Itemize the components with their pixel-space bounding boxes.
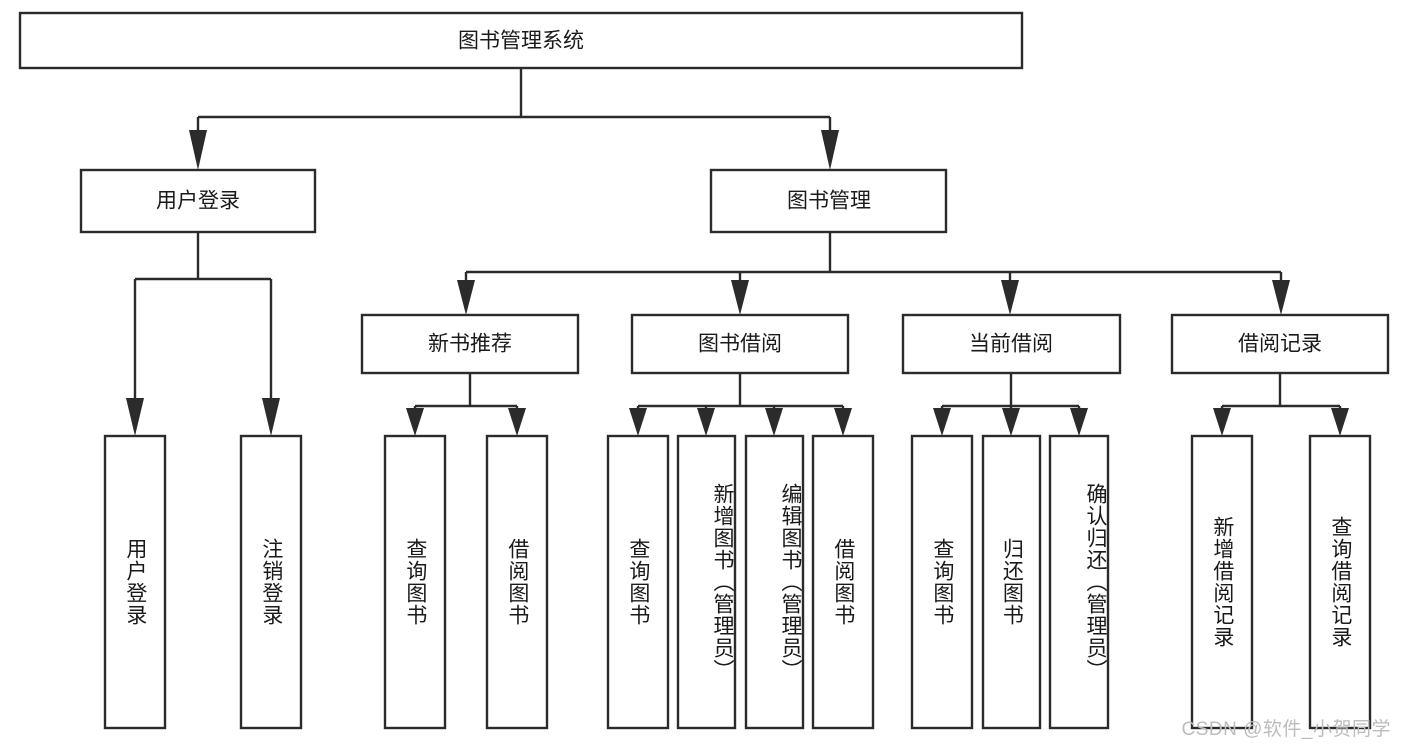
node-book-management-label: 图书管理	[787, 190, 871, 213]
node-leaf-edit-book-box[interactable]	[744, 434, 805, 730]
arrowhead-book-management	[821, 130, 839, 170]
node-current-borrow[interactable]: 当前借阅	[901, 313, 1122, 375]
node-current-borrow-label: 当前借阅	[969, 333, 1053, 356]
node-leaf-add-record-box[interactable]	[1190, 434, 1254, 730]
leaf-boxes	[103, 434, 1372, 730]
watermark-text: CSDN @软件_小贺同学	[1181, 719, 1391, 740]
arrowhead-book-borrow	[731, 280, 749, 315]
connector-group-current-borrow-to-leaves	[933, 373, 1088, 436]
node-root[interactable]: 图书管理系统	[18, 11, 1024, 70]
node-leaf-user-login-box[interactable]	[103, 434, 167, 730]
arrowhead-user-login	[189, 130, 207, 170]
node-new-book-recommend-label: 新书推荐	[428, 333, 512, 356]
connector-group-user-login-to-leaves	[126, 232, 280, 436]
node-leaf-user-logout-box[interactable]	[239, 434, 303, 730]
node-current-borrow-box[interactable]	[901, 313, 1122, 375]
arrowhead-leaf-query-book-3	[933, 408, 951, 436]
node-book-borrow-box[interactable]	[630, 313, 850, 375]
arrowhead-leaf-query-book-2	[629, 408, 647, 436]
arrowhead-leaf-edit-book	[765, 408, 783, 436]
arrowhead-new-book-recommend	[457, 280, 475, 315]
arrowhead-leaf-query-book-1	[406, 408, 424, 436]
node-leaf-query-book-3-box[interactable]	[910, 434, 974, 730]
node-new-book-recommend[interactable]: 新书推荐	[360, 313, 580, 375]
node-borrow-record-label: 借阅记录	[1238, 333, 1322, 356]
arrowhead-leaf-add-book	[697, 408, 715, 436]
node-user-login-box[interactable]	[79, 168, 317, 234]
node-leaf-add-book-box[interactable]	[676, 434, 737, 730]
connector-group-new-book-recommend-to-leaves	[406, 373, 526, 436]
arrowhead-leaf-add-record	[1213, 408, 1231, 436]
node-leaf-borrow-book-2-box[interactable]	[811, 434, 875, 730]
connector-group-book-management-to-level3	[457, 232, 1290, 315]
connector-group-root-to-level2	[189, 68, 839, 170]
arrowhead-leaf-borrow-book-1	[508, 408, 526, 436]
node-new-book-recommend-box[interactable]	[360, 313, 580, 375]
connector-group-borrow-record-to-leaves	[1213, 373, 1349, 436]
node-leaf-return-book-box[interactable]	[981, 434, 1042, 730]
arrowhead-leaf-return-book	[1002, 408, 1020, 436]
node-leaf-query-record-box[interactable]	[1308, 434, 1372, 730]
arrowhead-leaf-confirm-return	[1070, 408, 1088, 436]
node-borrow-record-box[interactable]	[1170, 313, 1390, 375]
node-leaf-borrow-book-1-box[interactable]	[485, 434, 549, 730]
node-borrow-record[interactable]: 借阅记录	[1170, 313, 1390, 375]
node-book-borrow[interactable]: 图书借阅	[630, 313, 850, 375]
node-user-login[interactable]: 用户登录	[79, 168, 317, 234]
arrowhead-leaf-user-logout	[262, 398, 280, 436]
node-user-login-label: 用户登录	[156, 190, 240, 213]
connector-group-book-borrow-to-leaves	[629, 373, 852, 436]
node-book-management-box[interactable]	[709, 168, 948, 234]
node-root-label: 图书管理系统	[458, 30, 584, 53]
node-leaf-query-book-1-box[interactable]	[383, 434, 447, 730]
arrowhead-borrow-record	[1272, 280, 1290, 315]
node-book-borrow-label: 图书借阅	[698, 333, 782, 356]
arrowhead-leaf-query-record	[1331, 408, 1349, 436]
node-leaf-confirm-return-box[interactable]	[1048, 434, 1110, 730]
arrowhead-leaf-user-login	[126, 398, 144, 436]
node-root-box[interactable]	[18, 11, 1024, 70]
node-leaf-query-book-2-box[interactable]	[606, 434, 670, 730]
arrowhead-leaf-borrow-book-2	[834, 408, 852, 436]
arrowhead-current-borrow	[1001, 280, 1019, 315]
node-book-management[interactable]: 图书管理	[709, 168, 948, 234]
